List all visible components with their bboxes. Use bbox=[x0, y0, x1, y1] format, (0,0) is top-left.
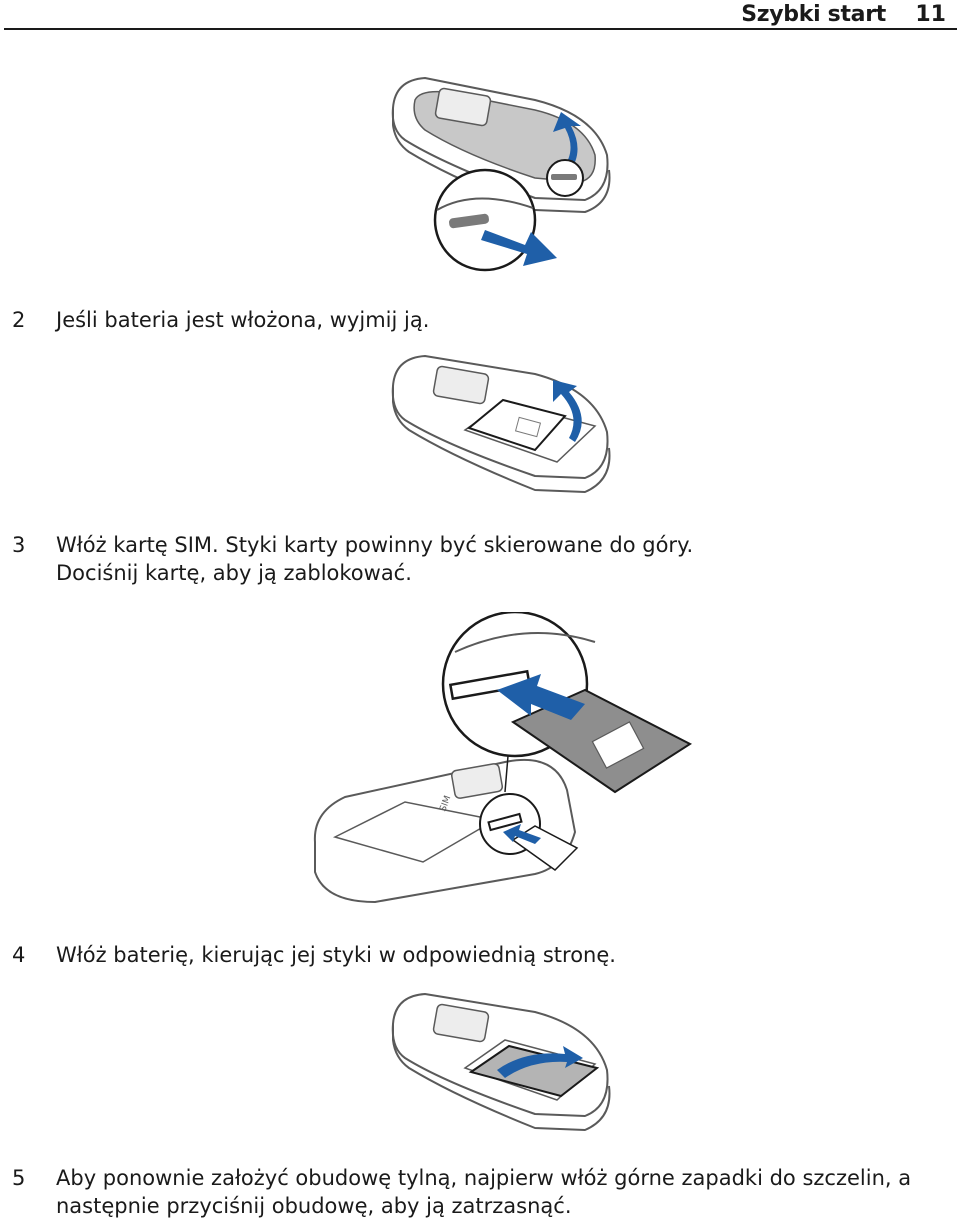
phone-body bbox=[391, 993, 609, 1117]
remove-back-cover-illustration bbox=[391, 77, 611, 272]
battery-pack bbox=[468, 1044, 600, 1098]
insert-arrow-icon bbox=[497, 674, 585, 720]
step-text: Aby ponownie założyć obudowę tylną, najp… bbox=[56, 1166, 912, 1218]
camera-module bbox=[450, 763, 504, 799]
camera-module bbox=[432, 1003, 490, 1043]
sim-chip bbox=[591, 721, 645, 769]
camera-module bbox=[432, 365, 490, 405]
step-number: 3 bbox=[12, 533, 26, 557]
step-text: Włóż baterię, kierując jej styki w odpow… bbox=[56, 943, 616, 967]
page-number: 11 bbox=[915, 2, 946, 27]
phone-body bbox=[391, 355, 609, 479]
step-number: 5 bbox=[12, 1166, 26, 1190]
header-divider bbox=[4, 28, 957, 30]
step-text: Jeśli bateria jest włożona, wyjmij ją. bbox=[56, 308, 430, 332]
step-number: 4 bbox=[12, 943, 26, 967]
battery-compartment bbox=[332, 801, 498, 863]
phone-body bbox=[391, 77, 609, 201]
sim-slot bbox=[448, 669, 532, 701]
insert-arrow-icon bbox=[497, 1046, 583, 1078]
lift-arrow-icon bbox=[553, 112, 581, 172]
section-title: Szybki start bbox=[741, 2, 886, 27]
camera-module bbox=[434, 87, 492, 127]
page-header: Szybki start 11 bbox=[0, 0, 960, 30]
phone-edge bbox=[392, 1024, 611, 1131]
phone-body bbox=[313, 758, 576, 903]
remove-battery-illustration bbox=[391, 355, 611, 493]
slide-arrow-icon bbox=[481, 230, 557, 266]
lift-arrow-icon bbox=[553, 380, 582, 442]
svg-text:SIM: SIM bbox=[438, 794, 453, 813]
insert-battery-illustration bbox=[391, 993, 611, 1131]
insert-sim-illustration: SIM bbox=[313, 612, 693, 903]
small-insert-arrow-icon bbox=[503, 824, 541, 844]
step-number: 2 bbox=[12, 308, 26, 332]
step-text: Włóż kartę SIM. Styki karty powinny być … bbox=[56, 533, 694, 585]
phone-edge bbox=[392, 386, 611, 493]
